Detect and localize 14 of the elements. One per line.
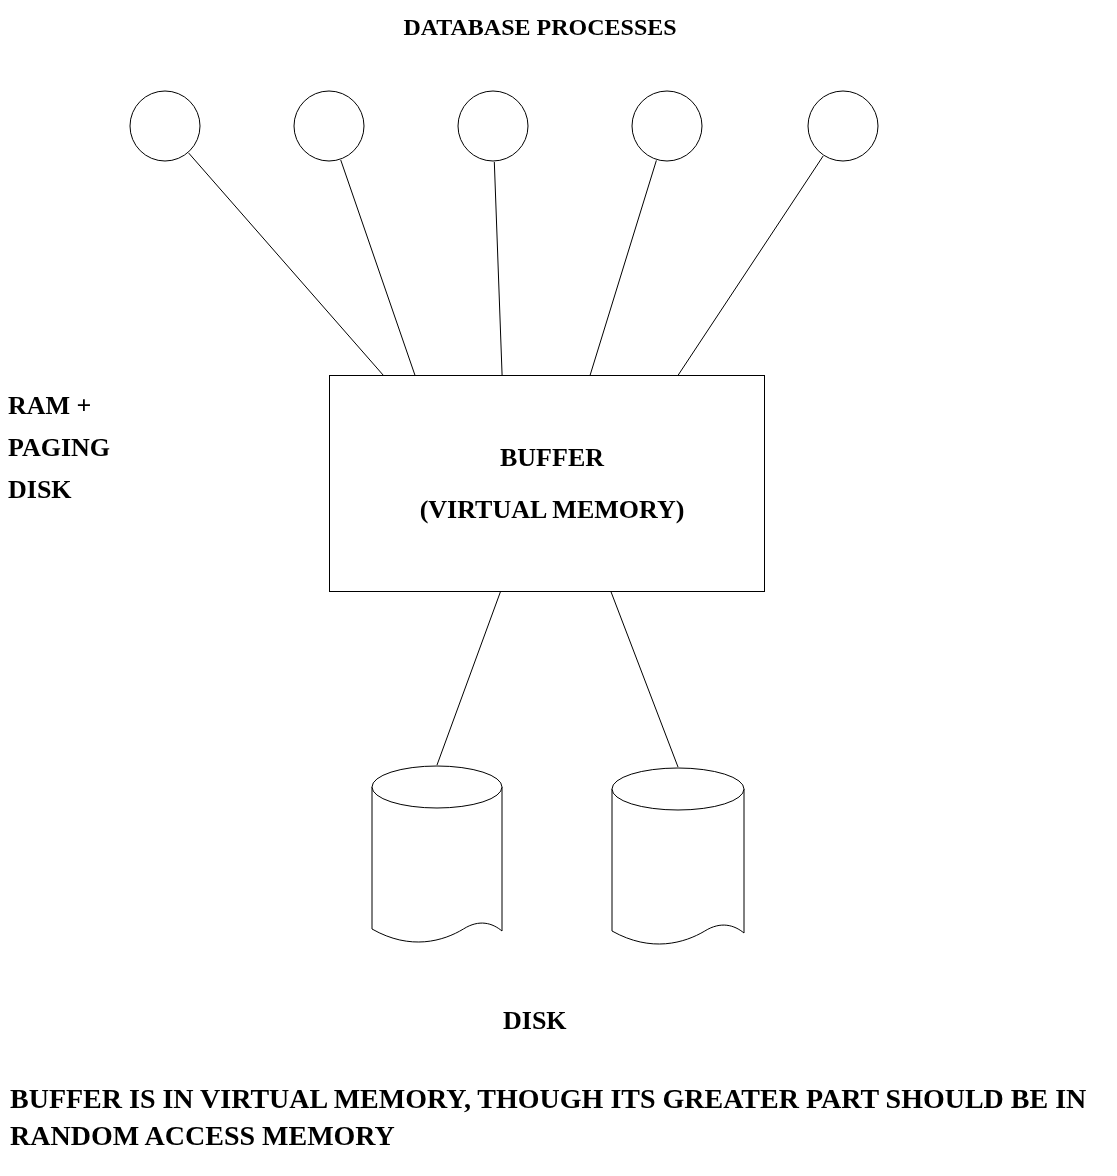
- diagram-title: DATABASE PROCESSES: [402, 14, 678, 41]
- connector-line: [589, 159, 657, 376]
- connector-line: [677, 155, 824, 376]
- connector-line: [493, 161, 503, 376]
- connector-line: [610, 591, 679, 768]
- buffer-box: [329, 375, 765, 592]
- caption: BUFFER IS IN VIRTUAL MEMORY, THOUGH ITS GREATER PART SHOULD BE IN RANDOM ACCESS MEMORY: [10, 1082, 1088, 1153]
- note-label: RAM + PAGING DISK: [8, 390, 112, 506]
- box-text: (VIRTUAL MEMORY): [419, 494, 685, 525]
- connector-line: [436, 591, 501, 766]
- note-label: DISK: [503, 1005, 567, 1037]
- connector-line: [340, 159, 416, 376]
- connector-line: [188, 152, 384, 376]
- box-text: BUFFER: [500, 442, 604, 473]
